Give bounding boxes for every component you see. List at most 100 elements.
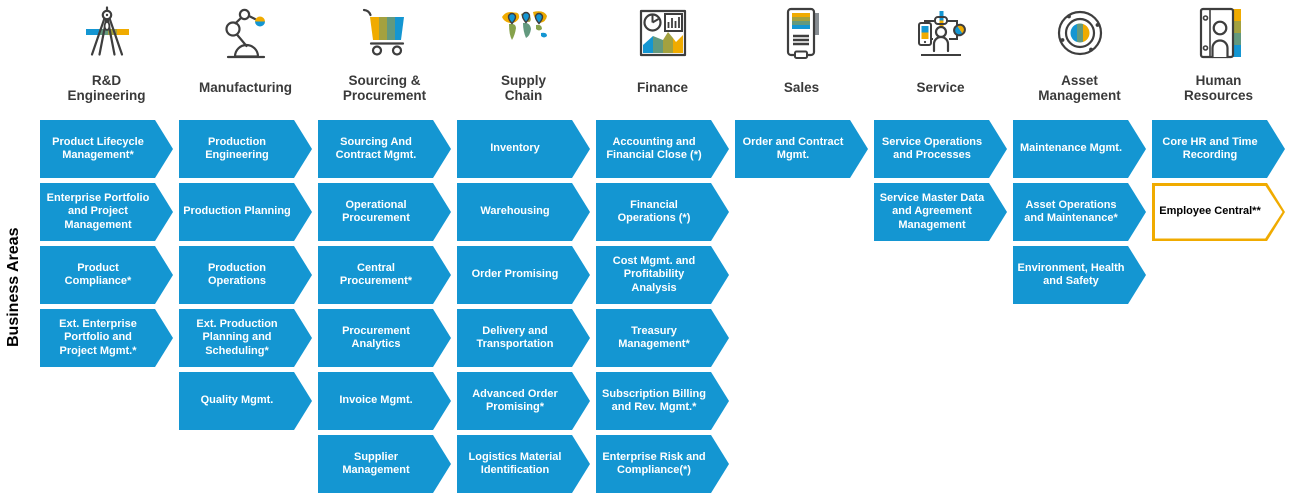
shopping-cart-icon [357,4,413,62]
capability-warehousing[interactable]: Warehousing [457,183,590,241]
capability-enterprise-risk-and-compliance[interactable]: Enterprise Risk and Compliance(*) [596,435,729,493]
capability-label: Ext. Production Planning and Scheduling* [196,318,278,357]
column-title-manufacturing: Manufacturing [199,80,292,96]
capability-advanced-order-promising[interactable]: Advanced Order Promising* [457,372,590,430]
capability-label: Invoice Mgmt. [339,394,413,407]
capability-label: Order Promising [471,268,559,281]
capability-operational-procurement[interactable]: Operational Procurement [318,183,451,241]
capability-order-promising[interactable]: Order Promising [457,246,590,304]
capability-quality-mgmt[interactable]: Quality Mgmt. [179,372,312,430]
capability-production-planning[interactable]: Production Planning [179,183,312,241]
capability-list-finance: Accounting and Financial Close (*) Financ… [596,120,729,493]
capability-supplier-management[interactable]: Supplier Management [318,435,451,493]
capability-label: Delivery and Transportation [476,324,554,350]
capability-label: Sourcing And Contract Mgmt. [335,135,417,161]
capability-logistics-material-identification[interactable]: Logistics Material Identification [457,435,590,493]
capability-employee-central[interactable]: Employee Central** [1152,183,1285,241]
business-areas-label: Business Areas [5,227,22,347]
capability-accounting-and-financial-close[interactable]: Accounting and Financial Close (*) [596,120,729,178]
capability-subscription-billing-and-rev-mgmt[interactable]: Subscription Billing and Rev. Mgmt.* [596,372,729,430]
capability-production-operations[interactable]: Production Operations [179,246,312,304]
capability-label: Enterprise Portfolio and Project Managem… [46,192,150,231]
capability-label: Logistics Material Identification [468,450,562,476]
capability-label: Inventory [490,142,540,155]
capability-label: Treasury Management* [618,324,690,350]
capability-label: Environment, Health and Safety [1017,261,1125,287]
capability-procurement-analytics[interactable]: Procurement Analytics [318,309,451,367]
capability-label: Warehousing [480,205,550,218]
capability-label: Maintenance Mgmt. [1019,142,1123,155]
capability-product-lifecycle-management[interactable]: Product Lifecycle Management* [40,120,173,178]
capability-label: Production Planning [183,205,291,218]
capability-cost-mgmt-and-profitability-analysis[interactable]: Cost Mgmt. and Profitability Analysis [596,246,729,304]
capability-maintenance-mgmt[interactable]: Maintenance Mgmt. [1013,120,1146,178]
capability-label: Core HR and Time Recording [1162,135,1258,161]
capability-label: Central Procurement* [339,261,413,287]
capability-label: Operational Procurement [342,198,410,224]
capability-sourcing-and-contract-mgmt[interactable]: Sourcing And Contract Mgmt. [318,120,451,178]
capability-core-hr-and-time-recording[interactable]: Core HR and Time Recording [1152,120,1285,178]
capability-label: Production Engineering [205,135,269,161]
capability-label: Procurement Analytics [342,324,410,350]
capability-label: Supplier Management [342,450,410,476]
capability-label: Service Master Data and Agreement Manage… [879,192,985,231]
capability-product-compliance[interactable]: Product Compliance* [40,246,173,304]
capability-list-sourcing-procurement: Sourcing And Contract Mgmt. Operational P… [318,120,451,493]
capability-ext-production-planning-and-scheduling[interactable]: Ext. Production Planning and Scheduling* [179,309,312,367]
capability-list-rd-engineering: Product Lifecycle Management* Enterprise … [40,120,173,367]
capability-financial-operations[interactable]: Financial Operations (*) [596,183,729,241]
capability-label: Accounting and Financial Close (*) [606,135,702,161]
payment-terminal-icon [774,4,830,62]
robot-arm-icon [218,4,274,62]
column-title-sales: Sales [783,80,820,96]
capability-delivery-and-transportation[interactable]: Delivery and Transportation [457,309,590,367]
capability-invoice-mgmt[interactable]: Invoice Mgmt. [318,372,451,430]
capability-label: Financial Operations (*) [617,198,691,224]
column-title-sourcing-procurement: Sourcing & Procurement [342,72,427,103]
capability-label: Asset Operations and Maintenance* [1024,198,1118,224]
column-title-finance: Finance [636,80,688,96]
id-badge-icon [1191,4,1247,62]
capability-label: Subscription Billing and Rev. Mgmt.* [602,387,706,413]
capability-treasury-management[interactable]: Treasury Management* [596,309,729,367]
capability-order-and-contract-mgmt[interactable]: Order and Contract Mgmt. [735,120,868,178]
capability-label: Enterprise Risk and Compliance(*) [602,450,706,476]
column-title-rd-engineering: R&D Engineering [67,72,146,103]
column-title-service: Service [916,80,965,96]
capability-label: Cost Mgmt. and Profitability Analysis [612,255,696,294]
capability-enterprise-portfolio-and-project-management[interactable]: Enterprise Portfolio and Project Managem… [40,183,173,241]
capability-label: Production Operations [207,261,267,287]
capability-label: Product Lifecycle Management* [52,135,144,161]
capability-central-procurement[interactable]: Central Procurement* [318,246,451,304]
capability-label: Advanced Order Promising* [472,387,558,413]
capability-ext-enterprise-portfolio-and-project-mgmt[interactable]: Ext. Enterprise Portfolio and Project Mg… [40,309,173,367]
column-title-supply-chain: Supply Chain [500,72,546,103]
capability-service-operations-and-processes[interactable]: Service Operations and Processes [874,120,1007,178]
capability-asset-operations-and-maintenance[interactable]: Asset Operations and Maintenance* [1013,183,1146,241]
capability-environment-health-and-safety[interactable]: Environment, Health and Safety [1013,246,1146,304]
capability-label: Ext. Enterprise Portfolio and Project Mg… [59,318,137,357]
capability-label: Employee Central** [1159,205,1261,218]
capability-label: Order and Contract Mgmt. [742,135,844,161]
capability-list-asset-management: Maintenance Mgmt. Asset Operations and Ma… [1013,120,1146,304]
service-person-icon [913,4,969,62]
capability-label: Product Compliance* [64,261,132,287]
capability-label: Service Operations and Processes [881,135,983,161]
capability-inventory[interactable]: Inventory [457,120,590,178]
column-title-human-resources: Human Resources [1183,72,1254,103]
capability-production-engineering[interactable]: Production Engineering [179,120,312,178]
capability-service-master-data-and-agreement-management[interactable]: Service Master Data and Agreement Manage… [874,183,1007,241]
